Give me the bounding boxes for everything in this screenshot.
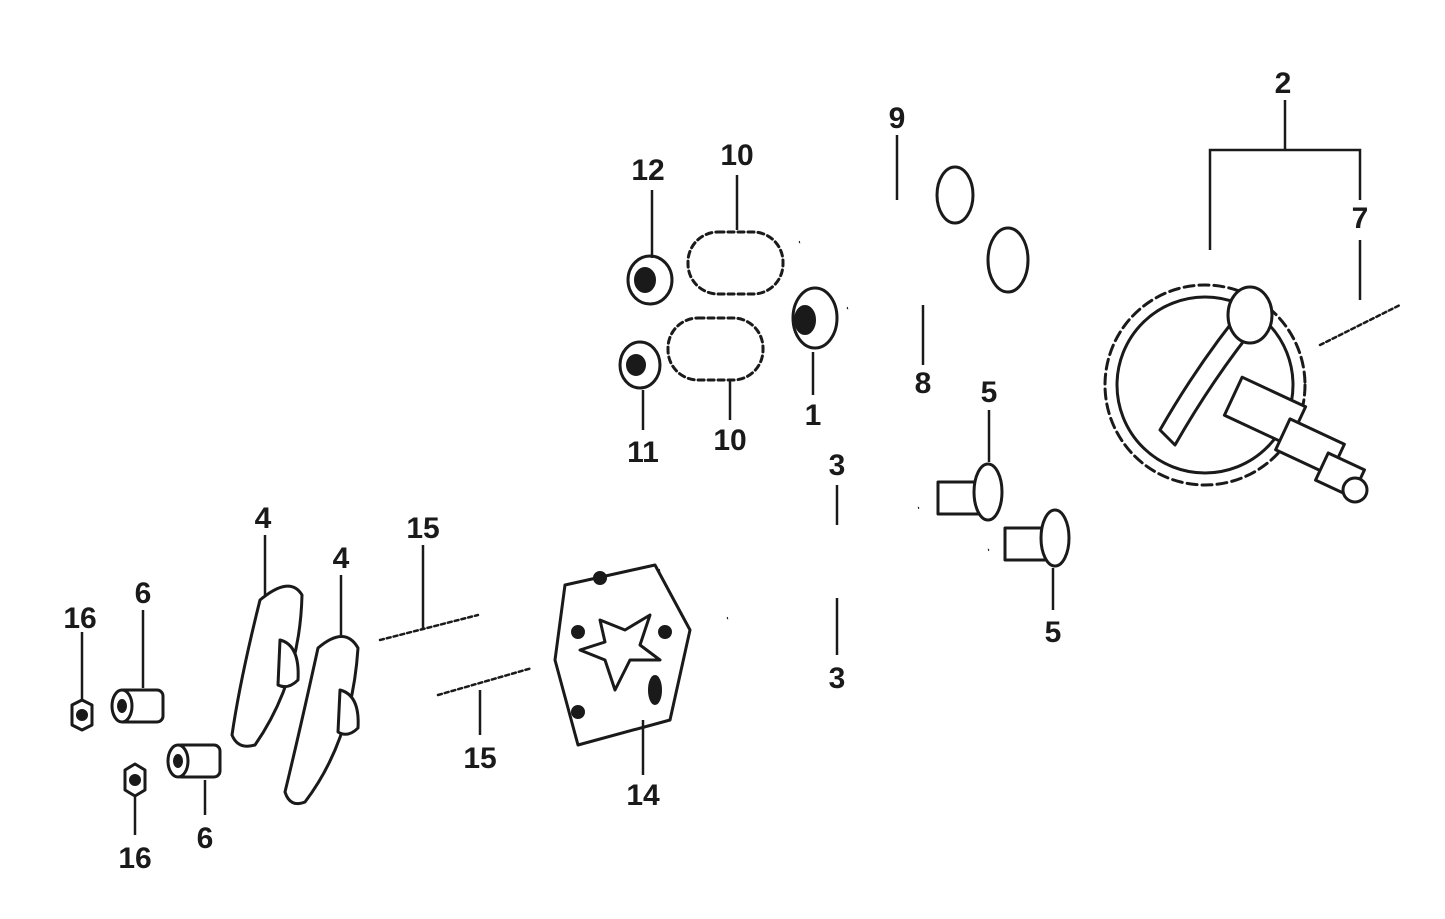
callout-14: 14 [626, 779, 660, 812]
rocker-nut-upper [70, 698, 94, 732]
callout-2: 2 [1275, 67, 1292, 100]
rocker-stud-lower [436, 666, 534, 697]
callout-3-lower: 3 [829, 662, 846, 695]
valve-retainer-lower [618, 340, 662, 390]
callout-5-lower: 5 [1045, 616, 1062, 649]
camshaft-gear [1103, 283, 1369, 504]
exhaust-valve [798, 165, 975, 246]
callout-9: 9 [889, 102, 906, 135]
callout-12: 12 [631, 154, 664, 187]
rocker-arm-left [230, 584, 304, 748]
push-rod-lower [726, 547, 990, 621]
callout-10-upper: 10 [720, 139, 753, 172]
callout-6-upper: 6 [135, 577, 152, 610]
rocker-stud-upper [378, 613, 480, 642]
callout-16-lower: 16 [118, 842, 151, 875]
leader-lines [80, 100, 1362, 835]
valve-stem-seal [791, 286, 839, 350]
rocker-pivot-lower [166, 743, 222, 779]
rocker-nut-lower [123, 762, 147, 798]
callout-6-lower: 6 [197, 822, 214, 855]
callout-11: 11 [627, 436, 659, 469]
push-rod-guide-plate [553, 563, 692, 747]
tappet-upper [936, 462, 1004, 522]
valve-retainer-upper [626, 254, 674, 306]
callout-4-right: 4 [333, 542, 350, 575]
callout-5-upper: 5 [981, 376, 998, 409]
rocker-arm-right [283, 635, 360, 806]
valve-spring-upper [686, 230, 785, 296]
callout-16-upper: 16 [63, 602, 96, 635]
callout-4-left: 4 [255, 502, 272, 535]
callout-3-upper: 3 [829, 449, 846, 482]
callout-8: 8 [915, 367, 932, 400]
intake-valve [846, 226, 1030, 312]
push-rod-upper [658, 505, 920, 573]
decompressor-spring [1318, 303, 1402, 347]
callout-1: 1 [805, 399, 822, 432]
callout-7: 7 [1352, 202, 1369, 235]
callout-10-lower: 10 [713, 424, 746, 457]
callout-15-lower: 15 [463, 742, 496, 775]
valve-spring-lower [666, 316, 765, 382]
tappet-lower [1003, 508, 1071, 568]
callout-15-upper: 15 [406, 512, 439, 545]
rocker-pivot-upper [110, 688, 165, 724]
